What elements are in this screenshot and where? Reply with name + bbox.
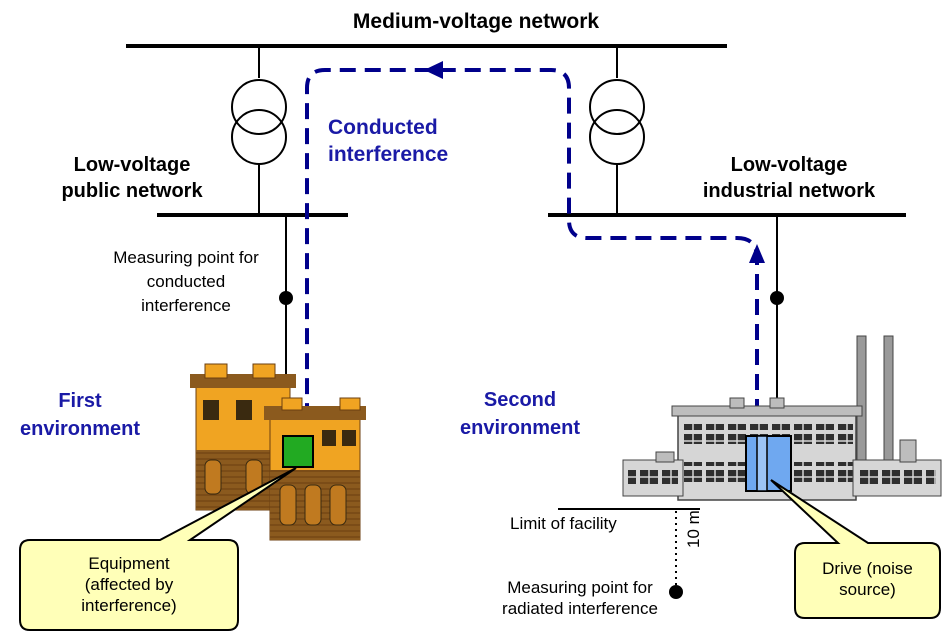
public-network-line1: Low-voltage — [73, 154, 191, 176]
limit-of-facility-label: Limit of facility — [510, 514, 617, 533]
path-arrow-left — [424, 61, 443, 79]
path-arrow-up — [749, 244, 765, 263]
public-network-label: Low-voltage public network — [32, 152, 232, 204]
drive-box — [745, 435, 792, 492]
first-environment-label: First environment — [10, 387, 150, 443]
measuring-point-conducted-label: Measuring point for conducted interferen… — [86, 246, 286, 318]
second-environment-line1: Second — [483, 389, 557, 411]
measuring-point-conducted-line3: interference — [141, 296, 231, 315]
measuring-point-radiated-dot — [669, 585, 683, 599]
equipment-callout-text: Equipment (affected by interference) — [20, 553, 238, 616]
public-network-line2: public network — [61, 180, 203, 202]
distance-label: 10 m — [684, 510, 703, 548]
equipment-box — [282, 435, 314, 468]
conducted-interference-label: Conducted interference — [328, 114, 448, 168]
first-environment-line2: environment — [19, 418, 141, 440]
equipment-callout-bubble — [19, 467, 297, 631]
conducted-interference-line2: interference — [328, 143, 449, 166]
measuring-point-industrial-dot — [770, 291, 784, 305]
equipment-callout-line1: Equipment — [88, 554, 170, 573]
measuring-point-radiated-label: Measuring point for radiated interferenc… — [470, 577, 690, 619]
transformer-right — [589, 46, 645, 215]
equipment-callout-line3: interference) — [81, 596, 177, 615]
drive-callout-line2: source) — [839, 580, 896, 599]
equipment-callout-line2: (affected by — [84, 575, 174, 594]
second-environment-line2: environment — [459, 417, 581, 439]
measuring-point-radiated-line2: radiated interference — [502, 599, 658, 618]
second-environment-label: Second environment — [440, 386, 600, 442]
conducted-interference-line1: Conducted — [328, 116, 438, 139]
drive-callout-bubble — [770, 479, 941, 619]
industrial-network-line1: Low-voltage — [730, 154, 848, 176]
industrial-network-label: Low-voltage industrial network — [684, 152, 894, 204]
measuring-point-radiated-line1: Measuring point for — [507, 578, 653, 597]
drive-callout-text: Drive (noise source) — [795, 558, 940, 600]
measuring-point-conducted-line1: Measuring point for — [113, 248, 259, 267]
measuring-point-conducted-line2: conducted — [146, 272, 226, 291]
transformer-left — [231, 46, 287, 215]
measuring-point-conducted-dot — [279, 291, 293, 305]
industrial-network-line2: industrial network — [702, 180, 876, 202]
conducted-interference-path — [305, 68, 759, 440]
medium-voltage-title: Medium-voltage network — [352, 10, 600, 33]
drive-callout-line1: Drive (noise — [822, 559, 913, 578]
first-environment-line1: First — [58, 390, 102, 412]
